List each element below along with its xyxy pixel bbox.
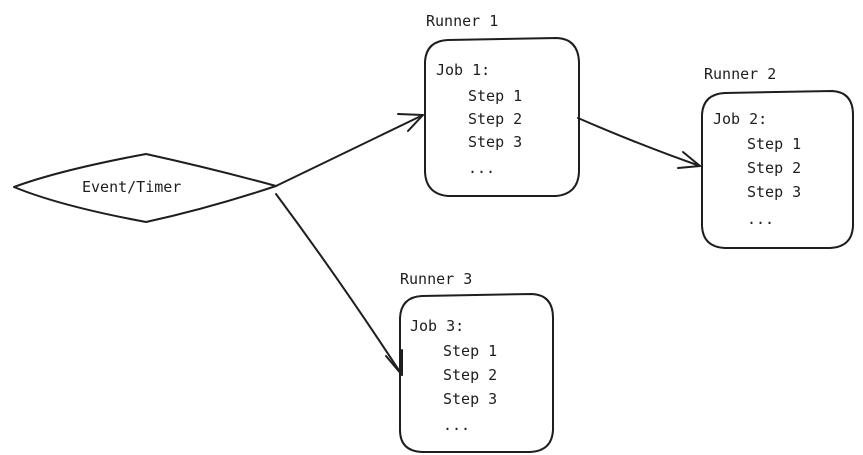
runner-1-job: Job 1: <box>436 61 490 79</box>
runner-3-ellipsis: ... <box>443 416 470 434</box>
arrowhead-icon <box>397 113 424 132</box>
runner-3-box <box>399 293 554 453</box>
arrowhead-icon <box>385 349 403 376</box>
runner-2-step-2: Step 2 <box>747 159 801 177</box>
runner-2-job: Job 2: <box>713 110 767 128</box>
runner-2-title: Runner 2 <box>704 65 776 83</box>
runner-2-ellipsis: ... <box>747 210 774 228</box>
runner-3-step-2: Step 2 <box>443 366 497 384</box>
runner-2-step-3: Step 3 <box>747 183 801 201</box>
arrow-trigger-to-runner-1 <box>275 113 424 187</box>
runner-3: Runner 3 Job 3: Step 1 Step 2 Step 3 ... <box>399 270 554 453</box>
runner-3-step-1: Step 1 <box>443 342 497 360</box>
arrow-line <box>275 193 403 376</box>
arrowhead-icon <box>677 151 701 169</box>
arrow-line <box>577 117 701 167</box>
runner-3-job: Job 3: <box>410 317 464 335</box>
runner-1-step-2: Step 2 <box>468 110 522 128</box>
runner-1: Runner 1 Job 1: Step 1 Step 2 Step 3 ... <box>424 12 580 197</box>
runner-1-box <box>424 37 580 197</box>
runner-1-step-1: Step 1 <box>468 87 522 105</box>
runner-3-step-3: Step 3 <box>443 390 497 408</box>
runner-1-ellipsis: ... <box>468 159 495 177</box>
trigger-node: Event/Timer <box>13 153 277 223</box>
arrow-line <box>275 114 424 187</box>
runner-2-box <box>701 90 854 249</box>
runner-1-title: Runner 1 <box>426 12 498 30</box>
runner-3-title: Runner 3 <box>400 270 472 288</box>
runner-2: Runner 2 Job 2: Step 1 Step 2 Step 3 ... <box>701 65 854 249</box>
runner-2-step-1: Step 1 <box>747 135 801 153</box>
trigger-label: Event/Timer <box>82 178 181 196</box>
arrow-trigger-to-runner-3 <box>275 193 403 376</box>
runner-1-step-3: Step 3 <box>468 133 522 151</box>
arrow-runner-1-to-runner-2 <box>577 117 701 169</box>
